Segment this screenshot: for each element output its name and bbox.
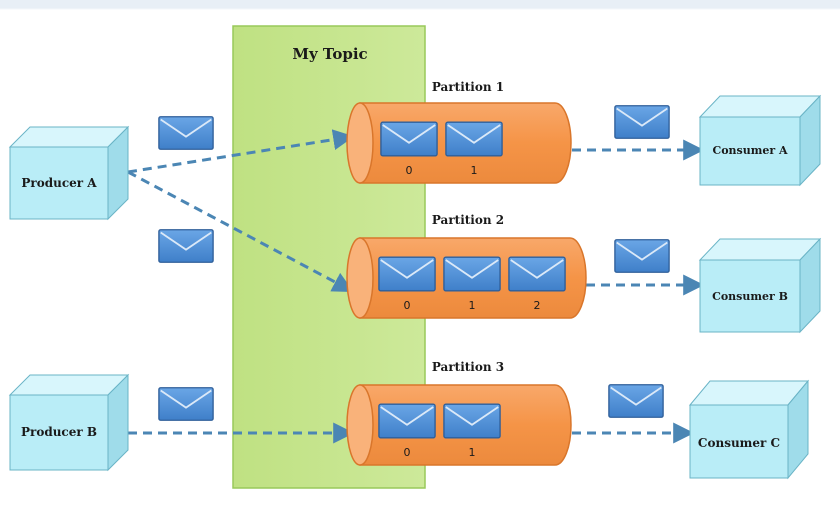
consumer-b-label: Consumer B: [712, 290, 788, 303]
partition-1: Partition 1 0 1: [346, 80, 572, 184]
envelope-icon: [158, 228, 214, 264]
envelope-icon: [158, 386, 214, 422]
envelope-icon: [614, 104, 670, 140]
envelope-icon: [445, 121, 503, 157]
partition-2-offset-1: 1: [469, 299, 476, 312]
partition-3: Partition 3 0 1: [346, 360, 572, 466]
consumer-a-box: Consumer A: [698, 94, 822, 187]
envelope-icon: [158, 115, 214, 151]
partition-1-offset-1: 1: [471, 164, 478, 177]
consumer-c-box: Consumer C: [688, 379, 810, 480]
partition-2-title: Partition 2: [432, 213, 504, 227]
partition-1-title: Partition 1: [432, 80, 504, 94]
arrow-producer-a-to-partition-1: [127, 129, 355, 174]
consumer-b-box: Consumer B: [698, 237, 822, 334]
envelope-icon: [378, 403, 436, 439]
partition-3-title: Partition 3: [432, 360, 504, 374]
envelope-icon: [443, 403, 501, 439]
envelope-icon: [378, 256, 436, 292]
partition-2-offset-0: 0: [404, 299, 411, 312]
envelope-icon: [614, 238, 670, 274]
connector-arrows: [127, 129, 705, 444]
envelope-icon: [443, 256, 501, 292]
producer-b-label: Producer B: [21, 425, 97, 439]
partition-2-offset-2: 2: [534, 299, 541, 312]
partition-3-offset-0: 0: [404, 446, 411, 459]
partition-1-offset-0: 0: [406, 164, 413, 177]
producer-b-box: Producer B: [8, 373, 130, 472]
producer-a-label: Producer A: [21, 176, 97, 190]
consumer-c-label: Consumer C: [698, 436, 780, 450]
envelope-icon: [380, 121, 438, 157]
producer-a-box: Producer A: [8, 125, 130, 221]
partition-2: Partition 2 0 1 2: [346, 213, 587, 319]
partition-3-offset-1: 1: [469, 446, 476, 459]
consumer-a-label: Consumer A: [712, 144, 788, 157]
envelope-icon: [608, 383, 664, 419]
envelope-icon: [508, 256, 566, 292]
topic-title: My Topic: [292, 45, 367, 63]
arrow-producer-a-to-partition-2: [127, 170, 354, 292]
